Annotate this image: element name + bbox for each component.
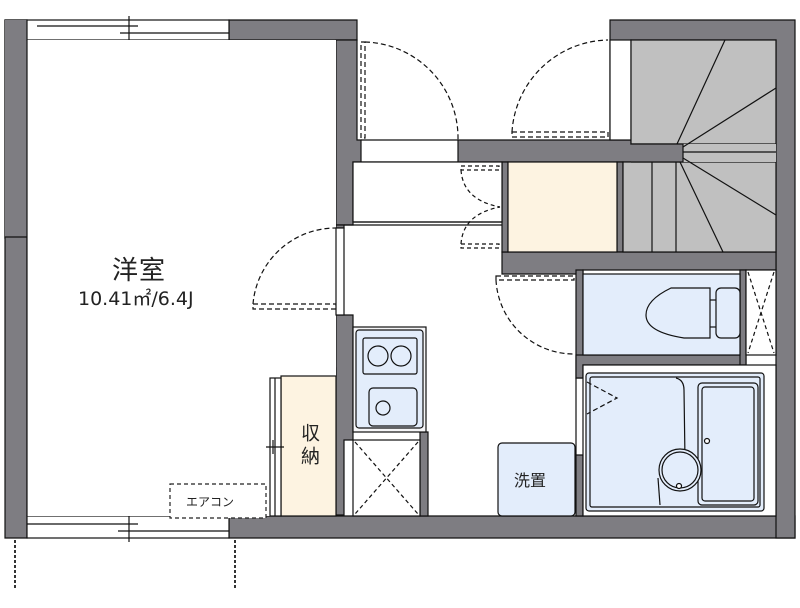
shoe-storage [507, 161, 618, 253]
bathroom-door [586, 381, 619, 415]
bathroom [582, 364, 777, 517]
storage-doors [460, 165, 501, 249]
closet-label: 収納 [298, 423, 320, 469]
window-top [26, 16, 230, 44]
toilet-door [495, 275, 575, 355]
kitchen-counter [352, 326, 427, 433]
pipe-space [745, 269, 777, 356]
closet-door [266, 377, 284, 517]
refrigerator-space [352, 439, 421, 517]
stairs [622, 39, 777, 253]
air-conditioner-label: エアコン [186, 495, 235, 509]
closet [280, 375, 337, 517]
toilet-room [582, 273, 741, 356]
room-door [252, 227, 337, 310]
washer-label: 洗置 [514, 471, 547, 490]
window-bottom [26, 512, 230, 542]
washer-space [497, 442, 576, 517]
western-room-label: 洋室 [112, 256, 167, 286]
stair-door [511, 39, 609, 138]
balcony-lines [14, 540, 236, 590]
air-conditioner [169, 483, 267, 519]
entrance-door [360, 41, 459, 141]
western-room-area: 10.41㎡/6.4J [78, 288, 194, 310]
